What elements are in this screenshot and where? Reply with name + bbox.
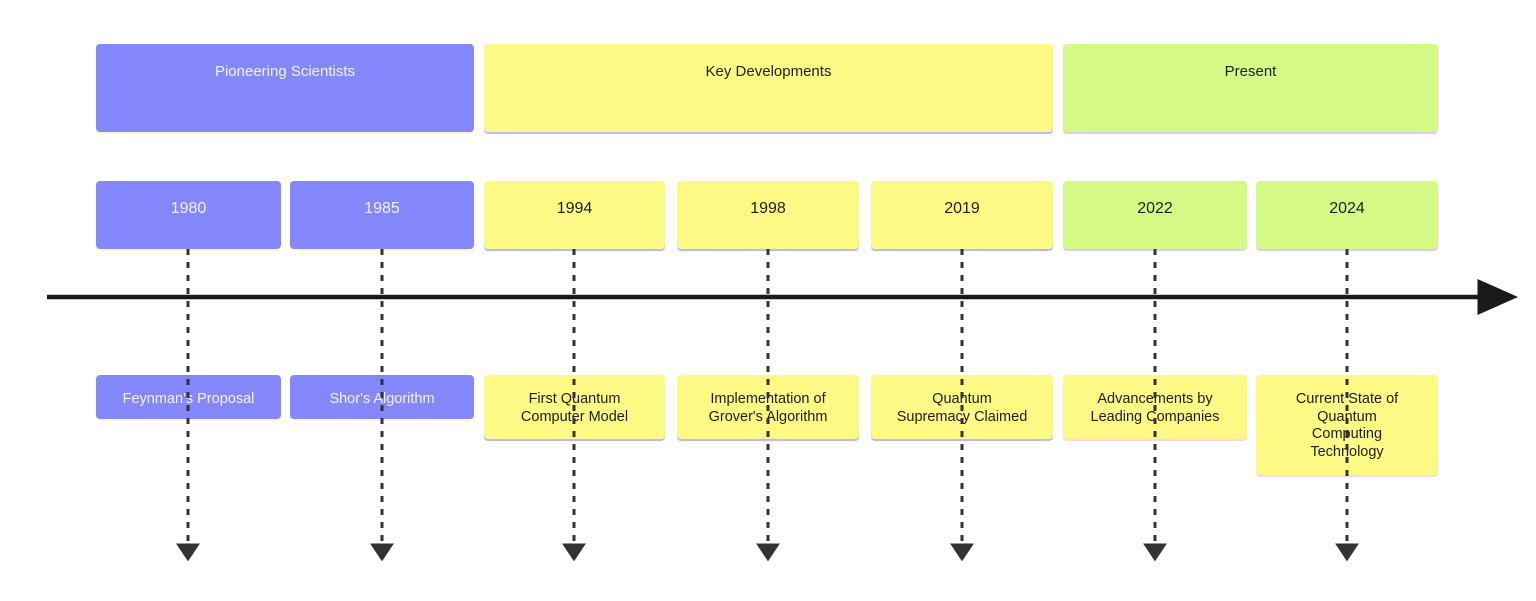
- event-shors-algorithm[interactable]: Shor's Algorithm: [290, 375, 474, 419]
- event-feynmans-proposal[interactable]: Feynman's Proposal: [96, 375, 281, 419]
- section-label: Pioneering Scientists: [214, 63, 356, 80]
- event-label: Feynman's Proposal: [122, 391, 255, 407]
- event-advancements-by-leading-companies[interactable]: Advancements by Leading Companies: [1063, 375, 1247, 439]
- period-2024[interactable]: 2024: [1256, 181, 1438, 249]
- event-label: Current State of Quantum Computing Techn…: [1295, 391, 1399, 461]
- section-pioneering-scientists[interactable]: Pioneering Scientists: [96, 44, 474, 132]
- event-label: Advancements by Leading Companies: [1090, 391, 1220, 425]
- event-label: First Quantum Computer Model: [520, 391, 629, 425]
- event-implementation-of-grovers-algorithm[interactable]: Implementation of Grover's Algorithm: [677, 375, 859, 439]
- event-current-state-of-quantum-computing-techn[interactable]: Current State of Quantum Computing Techn…: [1256, 375, 1438, 475]
- period-2022[interactable]: 2022: [1063, 181, 1247, 249]
- period-label: 1980: [170, 200, 207, 217]
- period-1980[interactable]: 1980: [96, 181, 281, 249]
- section-present[interactable]: Present: [1063, 44, 1438, 132]
- event-label: Implementation of Grover's Algorithm: [708, 391, 828, 425]
- section-label: Present: [1224, 63, 1277, 80]
- period-2019[interactable]: 2019: [871, 181, 1053, 249]
- section-label: Key Developments: [705, 63, 832, 80]
- event-quantum-supremacy-claimed[interactable]: Quantum Supremacy Claimed: [871, 375, 1053, 439]
- period-1985[interactable]: 1985: [290, 181, 474, 249]
- event-first-quantum-computer-model[interactable]: First Quantum Computer Model: [484, 375, 665, 439]
- period-label: 1994: [556, 200, 593, 217]
- event-label: Shor's Algorithm: [329, 391, 435, 407]
- period-1994[interactable]: 1994: [484, 181, 665, 249]
- period-1998[interactable]: 1998: [677, 181, 859, 249]
- section-key-developments[interactable]: Key Developments: [484, 44, 1053, 132]
- period-label: 2022: [1137, 200, 1173, 217]
- period-label: 1985: [364, 200, 400, 217]
- period-label: 2019: [944, 200, 980, 217]
- event-label: Quantum Supremacy Claimed: [896, 391, 1028, 425]
- period-label: 2024: [1329, 200, 1365, 217]
- period-label: 1998: [750, 200, 786, 217]
